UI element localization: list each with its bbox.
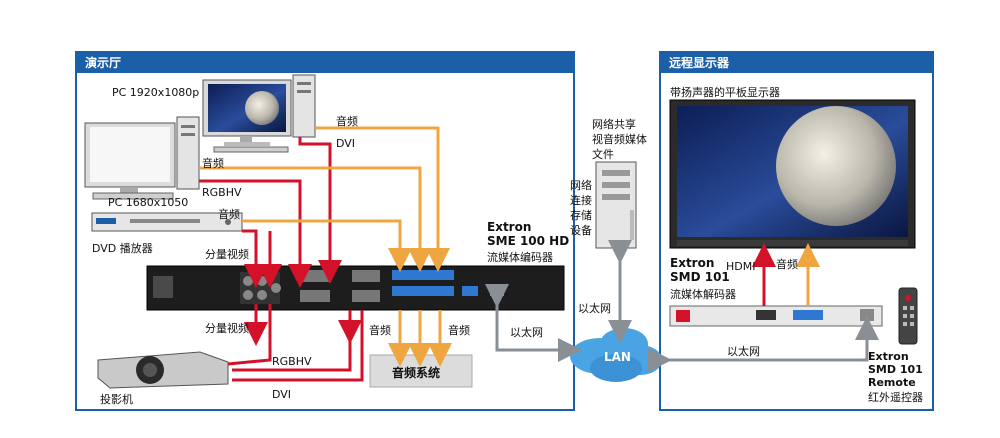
signal-ethernet-encoder: 以太网 bbox=[510, 326, 543, 339]
signal-ethernet-nas: 以太网 bbox=[578, 302, 611, 315]
decoder-brand-label: Extron bbox=[670, 256, 715, 270]
lan-label: LAN bbox=[604, 350, 631, 364]
decoder-desc-label: 流媒体解码器 bbox=[670, 288, 736, 301]
decoder-model-label: SMD 101 bbox=[670, 270, 730, 284]
signal-audio-pc1: 音频 bbox=[336, 115, 358, 128]
signal-rgbhv-out: RGBHV bbox=[272, 355, 312, 368]
pc-1-monitor-icon bbox=[202, 74, 316, 153]
signal-audio-display: 音频 bbox=[776, 258, 798, 271]
projector-icon bbox=[97, 351, 229, 389]
signal-component-in: 分量视频 bbox=[205, 248, 249, 261]
nas-label: 网络共享 视音频媒体 文件 bbox=[592, 118, 647, 161]
remote-brand-label: Extron bbox=[868, 350, 909, 363]
nas-server-icon bbox=[595, 161, 637, 249]
encoder-desc-label: 流媒体编码器 bbox=[487, 251, 553, 264]
audio-system-box bbox=[369, 354, 473, 388]
nas-side-label: 网络 连接 存储 设备 bbox=[570, 179, 592, 237]
ethernet-wires bbox=[485, 240, 879, 372]
video-wires bbox=[199, 137, 776, 382]
pc-2-monitor-icon bbox=[84, 116, 200, 200]
dvd-player-icon bbox=[91, 212, 243, 232]
signal-audio-out-l: 音频 bbox=[369, 324, 391, 337]
signal-rgbhv-pc2: RGBHV bbox=[202, 186, 242, 199]
audio-wires bbox=[199, 126, 820, 367]
signal-dvi-pc1: DVI bbox=[336, 137, 356, 150]
encoder-device-icon bbox=[146, 265, 565, 311]
signal-dvi-out: DVI bbox=[272, 388, 292, 401]
pc-1-label: PC 1920x1080p bbox=[112, 86, 200, 99]
audio-system-label: 音频系统 bbox=[392, 366, 441, 380]
pc-2-label: PC 1680x1050 bbox=[108, 196, 189, 209]
remote-desc-label: 红外遥控器 bbox=[868, 391, 923, 404]
presentation-room-title: 演示厅 bbox=[77, 53, 573, 73]
encoder-model-label: SME 100 HD bbox=[487, 234, 570, 248]
remote-display-title: 远程显示器 bbox=[661, 53, 932, 73]
flat-display-icon bbox=[669, 99, 916, 249]
signal-ethernet-decoder: 以太网 bbox=[727, 345, 760, 358]
signal-audio-dvd: 音频 bbox=[218, 208, 240, 221]
ir-remote-icon bbox=[898, 287, 918, 345]
encoder-brand-label: Extron bbox=[487, 220, 532, 234]
dvd-label: DVD 播放器 bbox=[92, 242, 153, 255]
signal-hdmi: HDMI bbox=[726, 260, 756, 273]
projector-label: 投影机 bbox=[100, 393, 133, 406]
flat-display-label: 带扬声器的平板显示器 bbox=[670, 86, 780, 99]
signal-audio-pc2: 音频 bbox=[202, 157, 224, 170]
remote-name-label: Remote bbox=[868, 376, 916, 389]
decoder-device-icon bbox=[669, 305, 883, 327]
signal-component-out: 分量视频 bbox=[205, 322, 249, 335]
signal-audio-out-r: 音频 bbox=[448, 324, 470, 337]
remote-model-label: SMD 101 bbox=[868, 363, 923, 376]
